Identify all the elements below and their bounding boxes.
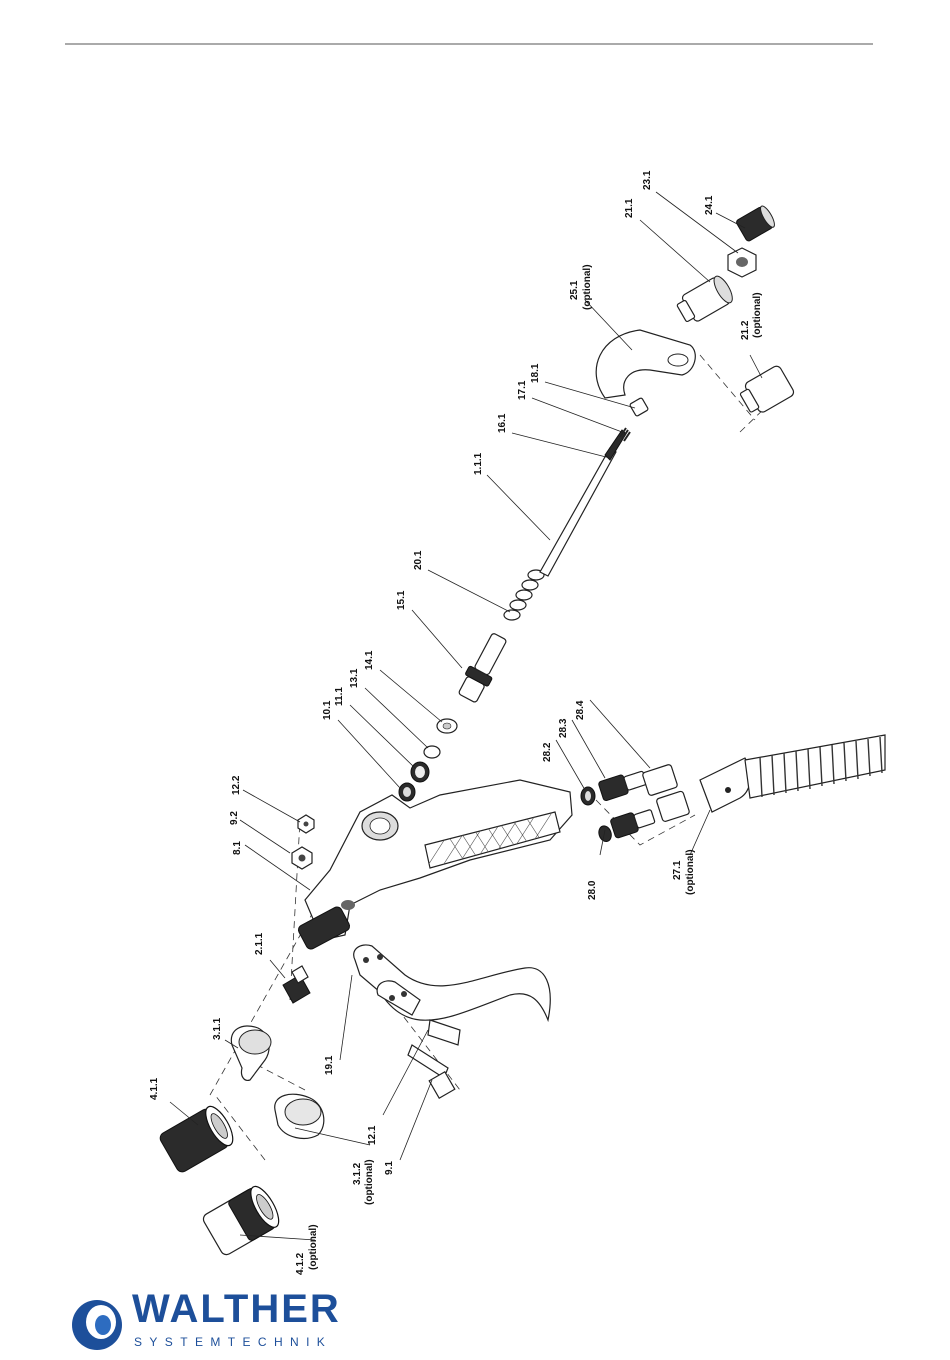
callout-4-1-1: 4.1.1 [149, 1077, 160, 1100]
callout-4-1-2-note: (optional) [308, 1224, 319, 1270]
part-21-2-fitting-optional [737, 364, 796, 417]
part-12-2-nut [298, 815, 314, 833]
part-15-1-needle-guide [455, 630, 511, 704]
part-28-2-seal [581, 787, 595, 805]
callout-27-1: 27.1 [672, 860, 683, 880]
part-2-1-1-nozzle [283, 966, 310, 1003]
logo-subtitle: SYSTEMTECHNIK [134, 1335, 332, 1349]
part-28-4-nut [642, 764, 678, 796]
part-11-1-nut [411, 762, 429, 782]
callout-12-2: 12.2 [231, 775, 242, 795]
part-4-1-2-nozzle-nut-optional [201, 1182, 284, 1256]
callout-3-1-1: 3.1.1 [212, 1017, 223, 1040]
part-21-1-fitting [674, 274, 736, 327]
callout-20-1: 20.1 [413, 550, 424, 570]
logo-word: WALTHER [132, 1287, 341, 1331]
part-9-2-nut [292, 847, 312, 869]
callout-21-2-note: (optional) [752, 292, 763, 338]
callout-2-1-1: 2.1.1 [254, 932, 265, 955]
callout-25-1-note: (optional) [582, 264, 593, 310]
part-20-1-spring [504, 570, 544, 620]
callout-16-1: 16.1 [497, 413, 508, 433]
part-1-1-1-needle [540, 430, 626, 576]
callout-8-1: 8.1 [232, 841, 243, 855]
callout-3-1-2-note: (optional) [364, 1159, 375, 1205]
part-25-1-hook-optional [596, 330, 695, 398]
callout-15-1: 15.1 [396, 590, 407, 610]
callout-18-1: 18.1 [530, 363, 541, 383]
part-12-1-pin [428, 1020, 460, 1045]
part-24-1-fitting [736, 204, 777, 242]
part-10-1-seal [399, 783, 415, 801]
part-3-1-2-air-cap-optional [275, 1094, 324, 1138]
callout-9-2: 9.2 [229, 811, 240, 825]
callout-19-1: 19.1 [324, 1055, 335, 1075]
part-23-1-nut [728, 248, 756, 277]
part-8-1-gun-body [297, 780, 572, 951]
callout-21-2: 21.2 [740, 320, 751, 340]
assembly-axes [210, 355, 768, 1160]
part-27-1-hose-optional [700, 735, 885, 812]
callout-28-4: 28.4 [575, 700, 586, 720]
part-19-1-trigger [354, 945, 551, 1020]
callout-23-1: 23.1 [642, 170, 653, 190]
part-28-3-coupling [598, 768, 648, 801]
callout-28-2: 28.2 [542, 742, 553, 762]
logo-mark-icon [72, 1300, 122, 1350]
part-4-1-1-nozzle-nut [158, 1102, 238, 1174]
callout-25-1: 25.1 [569, 280, 580, 300]
callout-17-1: 17.1 [517, 380, 528, 400]
part-14-1-washer [437, 719, 457, 733]
callout-11-1: 11.1 [334, 687, 345, 706]
callout-13-1: 13.1 [349, 668, 360, 688]
callout-24-1: 24.1 [704, 195, 715, 215]
brand-logo: WALTHER SYSTEMTECHNIK [72, 1287, 341, 1350]
callout-4-1-2: 4.1.2 [295, 1252, 306, 1275]
callout-9-1: 9.1 [384, 1161, 395, 1175]
callout-27-1-note: (optional) [685, 849, 696, 895]
callout-12-1: 12.1 [367, 1125, 378, 1145]
callout-21-1: 21.1 [624, 198, 635, 218]
callout-10-1: 10.1 [322, 700, 333, 720]
part-3-1-1-air-cap [231, 1026, 271, 1080]
callout-1-1-1: 1.1.1 [473, 452, 484, 475]
callout-28-3: 28.3 [558, 718, 569, 738]
callout-28-0: 28.0 [587, 880, 598, 900]
callout-3-1-2: 3.1.2 [352, 1162, 363, 1185]
part-13-1-washer [424, 746, 440, 758]
callout-14-1: 14.1 [364, 650, 375, 670]
part-9-1-bolt [408, 1045, 455, 1098]
